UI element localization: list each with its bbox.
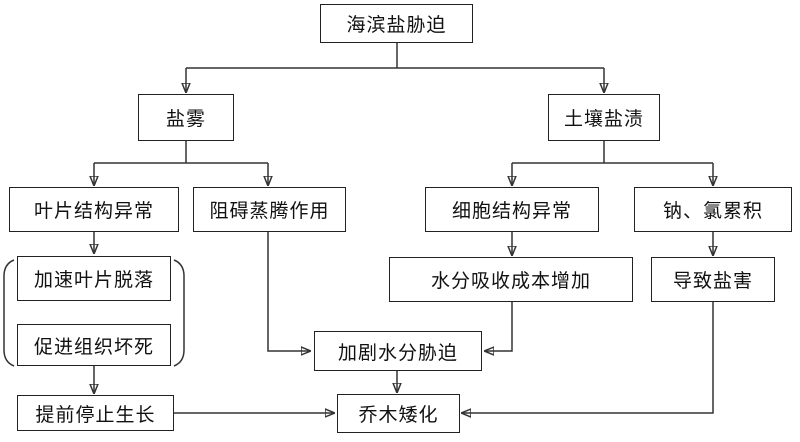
leaf-structure-abnormal-box: 叶片结构异常 [9,187,179,232]
arrow-transpiration-to-water-stress [267,232,310,351]
cell-structure-abnormal-box: 细胞结构异常 [425,187,599,232]
arrow-salt-damage-to-dwarf [462,302,714,413]
arrow-water-uptake-to-water-stress [485,302,513,351]
salt-spray-box: 盐雾 [138,94,234,141]
premature-growth-stop-box: 提前停止生长 [17,395,174,431]
accelerate-leaf-fall-box: 加速叶片脱落 [17,256,171,301]
right-bracket [173,259,185,367]
connector-soil-branch [512,141,713,164]
aggravate-water-stress-box: 加剧水分胁迫 [314,331,482,371]
dwarf-trees-box: 乔木矮化 [337,394,460,433]
soil-salinization-box: 土壤盐渍 [548,94,660,141]
promote-tissue-necrosis-box: 促进组织坏死 [17,324,171,366]
salt-damage-box: 导致盐害 [651,257,775,302]
root-node-box: 海滨盐胁迫 [320,4,473,43]
connector-root-branch [186,43,604,69]
water-uptake-cost-box: 水分吸收成本增加 [389,257,633,302]
hinder-transpiration-box: 阻碍蒸腾作用 [193,187,346,232]
left-bracket [3,259,15,367]
connector-salt-spray-branch [94,141,268,164]
sodium-chloride-accumulation-box: 钠、氯累积 [634,187,792,232]
